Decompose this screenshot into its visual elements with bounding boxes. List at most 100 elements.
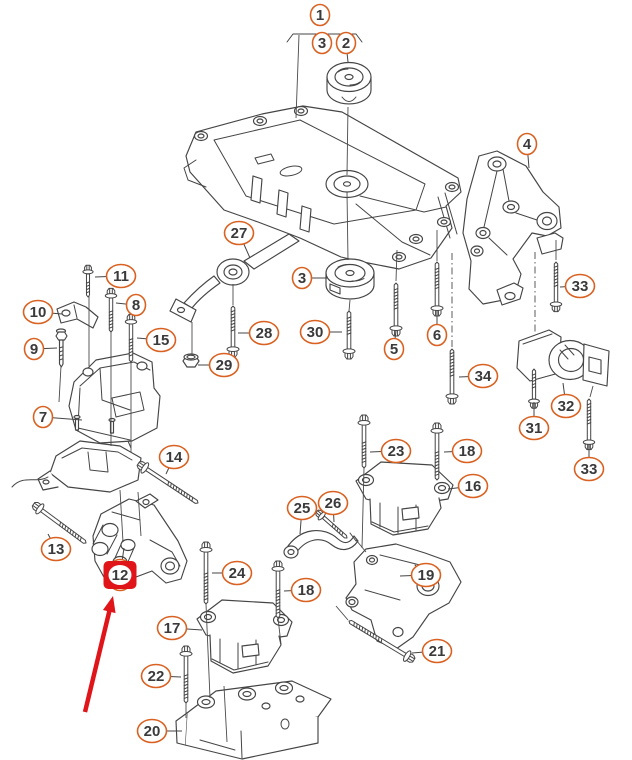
callout-number: 20: [144, 723, 161, 740]
callout-bubble: [140, 663, 172, 689]
callout-bubble: [40, 536, 72, 562]
alignment-line: [58, 365, 62, 403]
subframe-bolt-bosses: [193, 105, 460, 263]
callout-bubble: [290, 577, 322, 603]
alignment-line: [589, 385, 594, 398]
callout-2: 2: [335, 31, 357, 63]
bushing-part-3: [325, 258, 375, 300]
callout-number: 33: [572, 278, 589, 295]
callout-number: 6: [433, 327, 441, 344]
callout-bubble: [309, 3, 331, 27]
alignment-line: [137, 491, 142, 537]
callout-bubble: [467, 363, 499, 389]
alignment-line: [205, 603, 211, 699]
callout-18: 18: [443, 438, 483, 464]
callout-32: 32: [550, 382, 582, 419]
bolt-31: [528, 368, 540, 409]
callout-number: 29: [216, 357, 233, 374]
callout-bubble: [457, 473, 489, 499]
callout-bubble: [516, 132, 538, 156]
callout-17: 17: [156, 615, 203, 641]
torque-bracket-part-32: [516, 329, 610, 387]
callout-10: 10: [22, 299, 63, 325]
callout-number: 18: [298, 582, 315, 599]
callout-bubble: [108, 565, 132, 585]
callout-number: 14: [166, 449, 183, 466]
callout-31: 31: [518, 402, 550, 441]
bolt-18b: [430, 422, 444, 481]
callout-27: 27: [223, 220, 255, 259]
callout-number: 32: [558, 398, 575, 415]
bolt-8: [104, 287, 118, 333]
callout-bubble: [23, 337, 45, 361]
callout-11: 11: [94, 263, 137, 289]
callout-bubble: [223, 220, 255, 246]
highlight-arrow-head: [102, 596, 116, 614]
alignment-line: [395, 249, 398, 282]
bolt-24: [199, 541, 213, 605]
callout-number: 5: [390, 341, 398, 358]
callout-number: 28: [256, 325, 273, 342]
engine-mount-part-7: [68, 352, 161, 451]
callout-bubble: [421, 638, 453, 664]
callout-number: 12: [112, 567, 129, 584]
callout-7: 7: [32, 405, 83, 429]
alignment-line: [361, 467, 365, 549]
callout-bubble: [291, 266, 313, 290]
callout-bubble: [156, 615, 188, 641]
callout-bubble: [299, 319, 331, 345]
bolt-23: [357, 414, 371, 469]
bolt-15: [124, 313, 138, 363]
callout-bubble: [317, 490, 349, 516]
callout-number: 15: [153, 332, 170, 349]
callout-bubble: [380, 438, 412, 464]
bolts-layer: [31, 261, 596, 704]
callout-number: 9: [30, 341, 38, 358]
callout-29: 29: [198, 352, 240, 378]
callout-22: 22: [140, 663, 182, 689]
alignment-line: [335, 605, 349, 621]
callout-number: 34: [475, 368, 492, 385]
callout-34: 34: [458, 363, 499, 389]
callout-number: 1: [316, 7, 324, 24]
callout-26: 26: [317, 490, 349, 523]
alignment-line: [277, 617, 282, 645]
callout-bubble: [564, 273, 596, 299]
callout-3: 3: [311, 31, 333, 55]
support-bracket-part-4: [462, 150, 564, 306]
callout-33: 33: [573, 444, 605, 482]
callout-4: 4: [516, 132, 538, 169]
callout-number: 13: [48, 541, 65, 558]
bushing-part-2: [326, 61, 372, 105]
callout-9: 9: [23, 337, 58, 361]
callout-13: 13: [40, 533, 72, 562]
callout-number: 11: [113, 268, 129, 285]
callout-5: 5: [383, 329, 405, 361]
bolt-18: [271, 560, 285, 619]
gearbox-mount-part-16: [355, 461, 454, 536]
callout-bubble: [105, 263, 137, 289]
stud-part-9: [55, 328, 68, 368]
callout-25: 25: [286, 495, 318, 535]
callout-bubble: [136, 718, 168, 744]
bolt-28: [226, 305, 240, 358]
gearbox-bracket-part-19: [345, 543, 462, 650]
bolt-6: [430, 261, 444, 317]
bracket-part-10: [56, 301, 99, 329]
callout-23: 23: [369, 438, 412, 464]
alignment-line: [348, 299, 351, 312]
callout-number: 16: [465, 478, 482, 495]
bolt-13: [31, 501, 87, 544]
callout-24: 24: [212, 560, 253, 586]
highlight-arrow-shaft: [82, 609, 112, 713]
callout-16: 16: [447, 473, 489, 499]
link-part-25: [283, 530, 359, 559]
callout-1: 1: [309, 3, 331, 27]
bolt-5: [389, 282, 403, 337]
callout-number: 10: [30, 304, 47, 321]
callout-bubble: [125, 293, 147, 317]
alignment-lines: [58, 34, 594, 743]
